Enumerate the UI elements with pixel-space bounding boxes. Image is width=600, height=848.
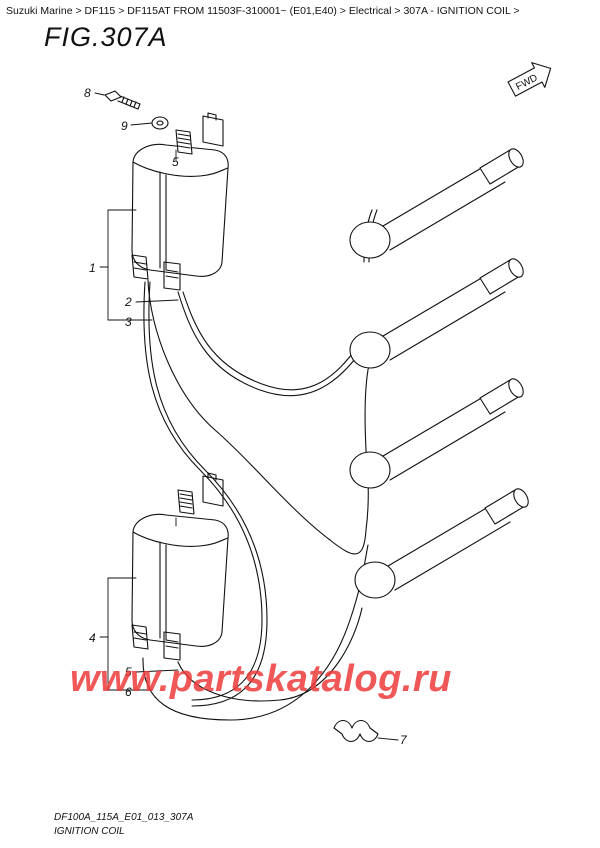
plug-cap-4 — [354, 488, 529, 599]
breadcrumb-item-df115[interactable]: DF115 — [84, 5, 116, 17]
callout-6: 6 — [125, 685, 132, 699]
callout-9: 9 — [121, 119, 128, 133]
breadcrumb-separator: > — [394, 5, 401, 17]
callout-5-upper: 5 — [172, 155, 179, 169]
leader-lines — [94, 92, 399, 741]
breadcrumb-item-ignition-coil[interactable]: 307A - IGNITION COIL — [403, 5, 511, 17]
bolt-icon — [104, 90, 141, 110]
watermark: www.partskatalog.ru — [70, 658, 452, 700]
callout-2: 2 — [124, 295, 132, 309]
breadcrumb-item-electrical[interactable]: Electrical — [348, 5, 392, 17]
diagram-name: IGNITION COIL — [54, 826, 125, 837]
plug-cap-3 — [349, 378, 524, 489]
breadcrumb-separator: > — [339, 5, 346, 17]
figure-title: FIG.307A — [44, 22, 168, 52]
breadcrumb-separator: > — [118, 5, 125, 17]
breadcrumb: Suzuki Marine > DF115 > DF115AT FROM 115… — [6, 5, 520, 17]
callout-1: 1 — [89, 261, 96, 275]
cord-clamp-icon — [333, 719, 379, 743]
callout-7: 7 — [400, 733, 408, 747]
lower-ignition-coil — [131, 472, 229, 661]
callout-8: 8 — [84, 86, 91, 100]
diagram-code: DF100A_115A_E01_013_307A — [54, 812, 194, 823]
callout-5-lower: 5 — [125, 665, 132, 679]
washer-icon — [151, 116, 169, 130]
breadcrumb-item-suzuki-marine[interactable]: Suzuki Marine — [6, 5, 73, 17]
breadcrumb-separator: > — [75, 5, 82, 17]
callout-4: 4 — [89, 631, 96, 645]
breadcrumb-item-df115at[interactable]: DF115AT FROM 11503F-310001~ (E01,E40) — [127, 5, 337, 17]
upper-ignition-coil — [131, 112, 229, 291]
fwd-arrow-icon: FWD — [507, 62, 552, 97]
callout-3: 3 — [125, 315, 132, 329]
plug-cap-1 — [349, 148, 524, 259]
breadcrumb-separator: > — [513, 5, 520, 17]
plug-cap-2 — [349, 258, 524, 369]
